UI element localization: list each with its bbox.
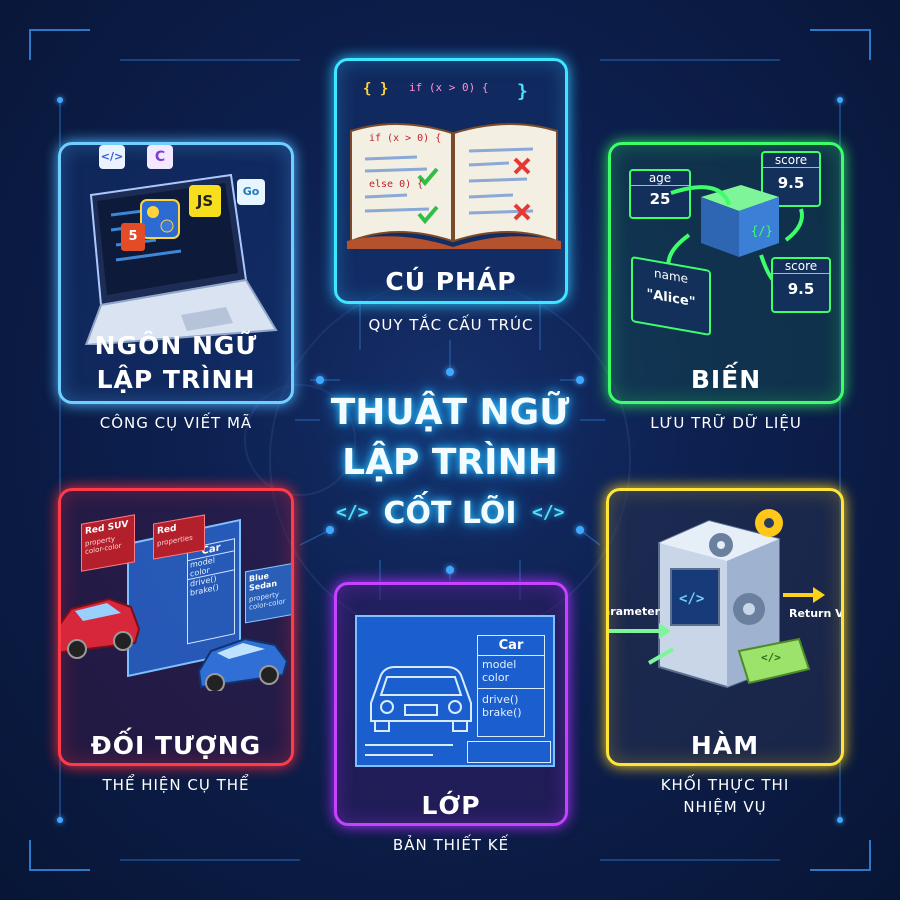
card-programming-language: </> C JS Go 5 NGÔN NGỮ LẬP TRÌNH: [58, 142, 294, 404]
card-subtitle-syntax: QUY TẮC CẤU TRÚC: [368, 316, 534, 334]
score2-value: 9.5: [787, 280, 815, 298]
uml-method-0: drive(): [482, 693, 519, 706]
cars-illustration: [61, 597, 289, 691]
card-function: </> </> Parameter Return Value HÀM: [606, 488, 844, 766]
brace-right: }: [517, 81, 528, 102]
card-subtitle-function-line1: KHỐI THỰC THI: [660, 776, 790, 794]
card-subtitle-function-line2: NHIỆM VỤ: [683, 798, 767, 816]
blueprint-lines: [365, 744, 453, 756]
gear-top-icon: [709, 533, 733, 557]
name-value: "Alice": [646, 286, 696, 311]
svg-text:</>: </>: [679, 591, 704, 607]
function-code-tag-icon: </>: [761, 651, 781, 664]
code-tag-left-icon: </>: [336, 502, 369, 523]
card-title: HÀM: [690, 731, 760, 760]
badge-html5-icon: 5: [121, 223, 145, 251]
card-variable: age 25 score 9.5 {/} name "Alice" score …: [608, 142, 844, 404]
card-title: BIẾN: [690, 365, 762, 394]
variable-box-score-bottom: score 9.5: [771, 257, 831, 313]
card-syntax: if (x > 0) { { } } if (x > 0) { else 0) …: [334, 58, 568, 304]
score2-label: score: [773, 259, 829, 274]
score-value: 9.5: [777, 174, 805, 192]
red-suv-icon: [61, 597, 141, 659]
card-object: Car model color drive() brake() Red SUV …: [58, 488, 294, 766]
card-subtitle-class: BẢN THIẾT KẾ: [392, 836, 510, 854]
variable-box-name: name "Alice": [631, 255, 711, 337]
card-title-line1: NGÔN NGỮ: [94, 331, 258, 360]
laptop-illustration: [84, 173, 278, 345]
car-front-blueprint-icon: [370, 666, 472, 732]
badge-code-icon: </>: [99, 145, 125, 169]
code-snippet-top: if (x > 0) {: [409, 81, 489, 94]
card-subtitle-language: CÔNG CỤ VIẾT MÃ: [99, 414, 253, 432]
uml-class-box: Car model color drive() brake(): [477, 635, 545, 737]
return-value-label: Return Value: [789, 607, 844, 620]
main-title-line1: THUẬT NGỮ: [330, 392, 570, 433]
gear-yellow-icon: [755, 509, 783, 537]
brace-left: { }: [363, 81, 389, 97]
badge-js-icon: JS: [189, 185, 221, 217]
age-label: age: [631, 171, 689, 186]
card-class: Car model color drive() brake() LỚP: [334, 582, 568, 826]
main-title-line3: CỐT LÕI: [383, 496, 517, 531]
score-label: score: [763, 153, 819, 168]
uml-class-name: Car: [478, 636, 544, 656]
card-title: ĐỐI TƯỢNG: [90, 731, 262, 760]
function-machine-illustration: </>: [609, 509, 825, 689]
blueprint-title-block: [467, 741, 551, 763]
card-subtitle-variable: LƯU TRỮ DỮ LIỆU: [650, 414, 802, 432]
code-line-else: else 0) {: [369, 179, 424, 190]
card-subtitle-object: THỂ HIỆN CỤ THỂ: [102, 776, 250, 794]
badge-c-icon: C: [147, 145, 173, 169]
blue-sedan-icon: [197, 637, 289, 691]
card-title: LỚP: [421, 791, 481, 820]
blueprint-sheet: Car model color drive() brake(): [355, 615, 555, 767]
code-line-if: if (x > 0) {: [369, 133, 442, 144]
age-value: 25: [649, 190, 671, 208]
uml-field-0: model: [482, 658, 517, 671]
uml-field-1: color: [478, 671, 544, 689]
open-book-illustration: [347, 122, 561, 249]
variable-box-age: age 25: [629, 169, 691, 219]
card-title-line2: LẬP TRÌNH: [96, 365, 256, 394]
svg-text:{/}: {/}: [751, 224, 773, 238]
gear-icon: [733, 593, 765, 625]
uml-method-1: brake(): [482, 706, 522, 719]
badge-go-icon: Go: [237, 179, 265, 205]
variable-box-score-top: score 9.5: [761, 151, 821, 207]
card-title: CÚ PHÁP: [385, 267, 517, 296]
code-tag-right-icon: </>: [532, 502, 565, 523]
main-title-line2: LẬP TRÌNH: [342, 442, 558, 483]
parameter-label: Parameter: [609, 605, 661, 618]
